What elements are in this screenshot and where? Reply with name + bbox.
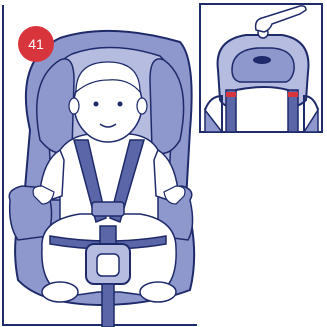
- step-number: 41: [28, 36, 44, 52]
- detail-inset-panel: [200, 4, 322, 132]
- step-number-badge: 41: [18, 26, 54, 62]
- child-ear-left: [69, 98, 79, 114]
- brand-logo-icon: [253, 56, 271, 64]
- child-ear-right: [137, 98, 147, 114]
- harness-slot-left: [226, 92, 236, 97]
- child-eye-left: [94, 102, 99, 107]
- chest-clip: [92, 202, 124, 216]
- buckle-release-button: [97, 254, 119, 276]
- child-foot-left: [42, 282, 78, 302]
- child-foot-right: [140, 282, 176, 302]
- harness-slot-right: [288, 92, 298, 97]
- child-eye-right: [118, 102, 123, 107]
- adjuster-strap: [102, 284, 114, 327]
